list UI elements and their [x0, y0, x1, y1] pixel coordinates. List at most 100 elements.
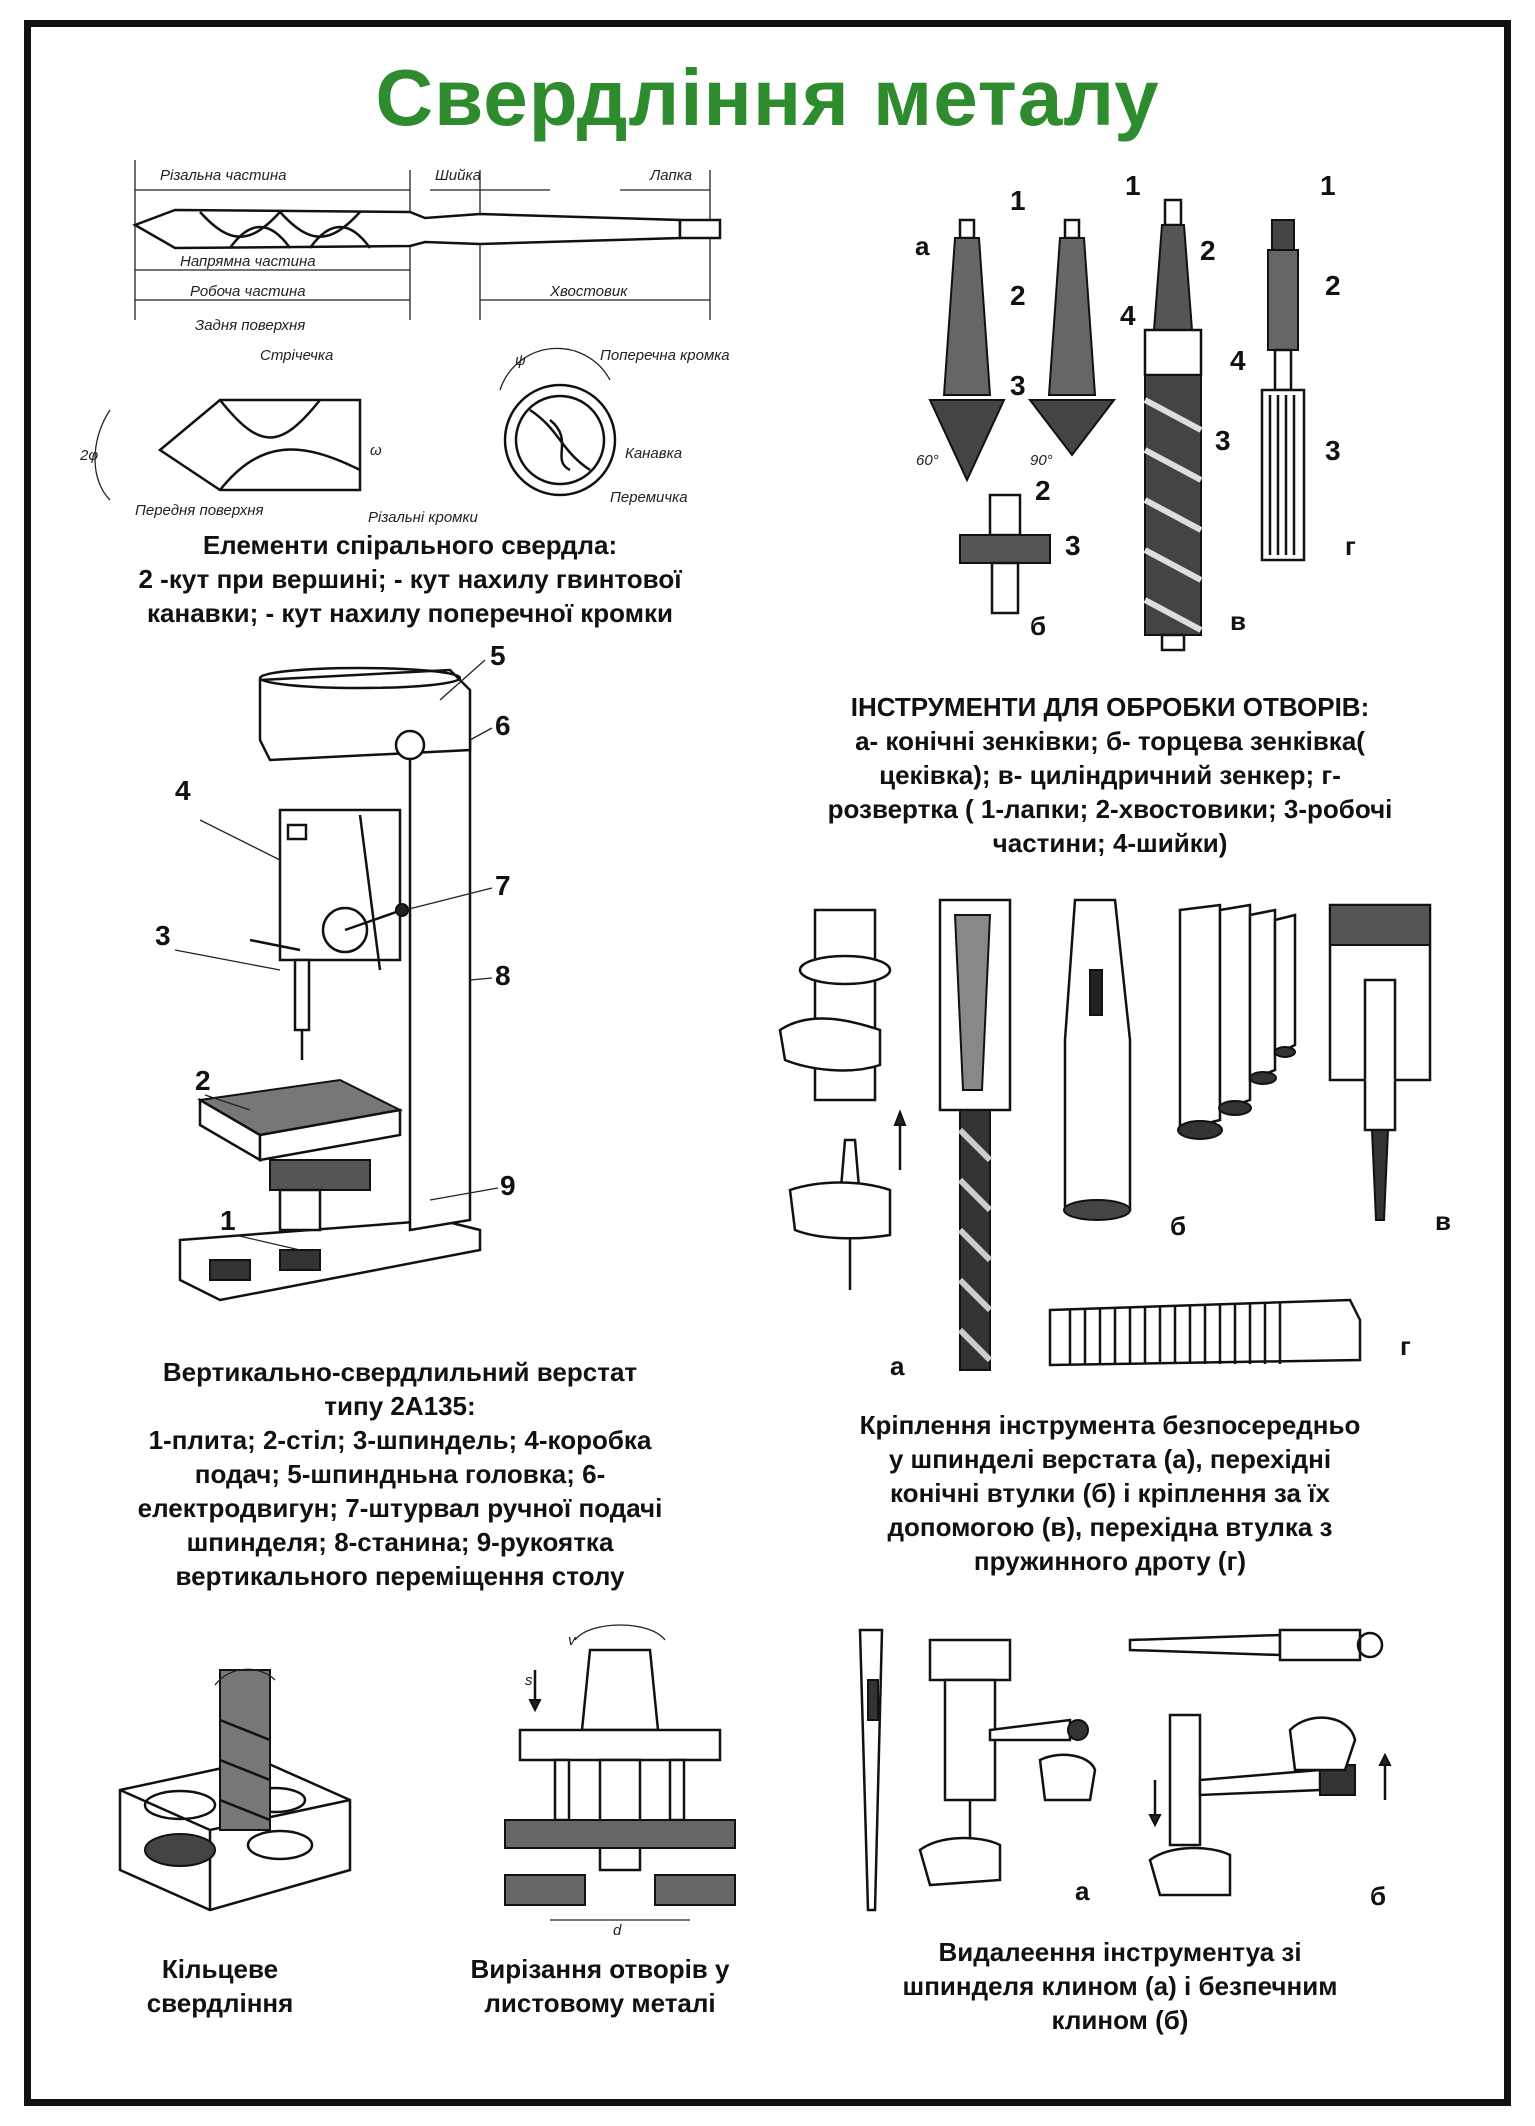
- label-s: s: [525, 1672, 533, 1689]
- caption-line: у шпинделі верстата (а), перехідні: [888, 1444, 1332, 1474]
- caption-line: шпинделя клином (а) і безпечним: [902, 1971, 1338, 2001]
- letter-g: г: [1400, 1331, 1411, 1361]
- num-6: 6: [495, 710, 511, 741]
- caption-line: а- конічні зенківки; б- торцева зенківка…: [855, 726, 1365, 756]
- caption-line: клином (б): [1051, 2005, 1189, 2035]
- drilling-machine-diagram: 1 2 3 4 5 6 7 8 9: [155, 640, 516, 1302]
- letter-b: б: [1170, 1211, 1186, 1241]
- label-transverse-edge-1: Поперечна кромка: [600, 347, 730, 364]
- sheet-cutting-diagram: v s d: [504, 1624, 736, 1939]
- label-angle-psi: ψ: [515, 352, 526, 369]
- core-drill: [1143, 198, 1203, 652]
- label-v: v: [568, 1632, 577, 1649]
- letter-a: а: [890, 1351, 905, 1381]
- caption-line: Елементи спірального свердла:: [202, 530, 618, 560]
- num-4g: 4: [1230, 345, 1246, 376]
- label-bridge: Перемичка: [610, 489, 688, 506]
- label-back-surface: Задня поверхня: [195, 317, 305, 334]
- countersink-60: [928, 218, 1006, 483]
- counterbore: [959, 493, 1051, 615]
- drill-caption: Елементи спірального свердла: 2 -кут при…: [40, 528, 780, 630]
- caption-line: типу 2А135:: [324, 1391, 476, 1421]
- num-7: 7: [495, 870, 511, 901]
- page-title: Свердління металу: [375, 53, 1160, 142]
- num-1v: 1: [1125, 170, 1141, 201]
- label-neck: Шийка: [435, 167, 481, 184]
- caption-line: електродвигун; 7-штурвал ручної подачі: [137, 1493, 663, 1523]
- label-d: d: [613, 1922, 622, 1939]
- label-tang: Лапка: [649, 167, 692, 184]
- caption-line: ІНСТРУМЕНТИ ДЛЯ ОБРОБКИ ОТВОРІВ:: [850, 692, 1370, 722]
- tool-mounting-diagram: а б в г: [778, 898, 1451, 1381]
- hole-tools-diagram: а 1 2 3 60° 90° 2 3 б 1 2 4 3 в 1 2 4 3 …: [915, 170, 1356, 652]
- num-2g: 2: [1325, 270, 1341, 301]
- label-angle-omega: ω: [370, 442, 382, 459]
- num-9: 9: [500, 1170, 516, 1201]
- caption-line: допомогою (в), перехідна втулка з: [887, 1512, 1333, 1542]
- angle-60: 60°: [916, 452, 939, 469]
- caption-line: Кріплення інструмента безпосередньо: [859, 1410, 1361, 1440]
- caption-line: Видалеення інструментуа зі: [938, 1937, 1302, 1967]
- letter-a: а: [1075, 1876, 1090, 1906]
- num-1: 1: [1010, 185, 1026, 216]
- tool-removal-diagram: а б: [858, 1628, 1392, 1912]
- countersink-90: [1027, 218, 1117, 457]
- caption-line: листовому металі: [484, 1988, 716, 2018]
- letter-v: в: [1435, 1206, 1451, 1236]
- num-4v: 4: [1120, 300, 1136, 331]
- num-3: 3: [1010, 370, 1026, 401]
- num-2v: 2: [1200, 235, 1216, 266]
- label-angle-2phi: 2φ: [79, 447, 98, 464]
- caption-line: пружинного дроту (г): [973, 1546, 1247, 1576]
- num-5: 5: [490, 640, 506, 671]
- caption-line: цеківка); в- циліндричний зенкер; г-: [879, 760, 1341, 790]
- label-front-surface: Передня поверхня: [135, 502, 264, 519]
- num-2: 2: [195, 1065, 211, 1096]
- num-1: 1: [220, 1205, 236, 1236]
- caption-line: вертикального переміщення столу: [175, 1561, 625, 1591]
- sheet-caption: Вирізання отворів у листовому металі: [420, 1952, 780, 2020]
- letter-a: а: [915, 231, 930, 261]
- caption-line: подач; 5-шпиндньна головка; 6-: [194, 1459, 606, 1489]
- label-margin: Стрічечка: [260, 347, 333, 364]
- num-3: 3: [155, 920, 171, 951]
- num-2: 2: [1010, 280, 1026, 311]
- sleeve-set: [1177, 903, 1297, 1140]
- ring-drilling-diagram: [118, 1668, 352, 1912]
- num-1g: 1: [1320, 170, 1336, 201]
- letter-v: в: [1230, 606, 1246, 636]
- caption-line: канавки; - кут нахилу поперечної кромки: [147, 598, 673, 628]
- machine-caption: Вертикально-свердлильний верстат типу 2А…: [30, 1355, 770, 1593]
- num-8: 8: [495, 960, 511, 991]
- letter-b: б: [1370, 1881, 1386, 1911]
- letter-b: б: [1030, 611, 1046, 641]
- num-2b: 2: [1035, 475, 1051, 506]
- caption-line: Кільцеве: [161, 1954, 279, 1984]
- caption-line: частини; 4-шийки): [992, 828, 1228, 858]
- letter-g: г: [1345, 531, 1356, 561]
- caption-line: розвертка ( 1-лапки; 2-хвостовики; 3-роб…: [827, 794, 1393, 824]
- label-cutting-part: Різальна частина: [160, 167, 286, 184]
- tools-caption: ІНСТРУМЕНТИ ДЛЯ ОБРОБКИ ОТВОРІВ: а- коні…: [730, 690, 1490, 860]
- mounting-caption: Кріплення інструмента безпосередньо у шп…: [760, 1408, 1460, 1578]
- num-3b: 3: [1065, 530, 1081, 561]
- num-3v: 3: [1215, 425, 1231, 456]
- caption-line: Вирізання отворів у: [470, 1954, 730, 1984]
- removal-caption: Видалеення інструментуа зі шпинделя клин…: [810, 1935, 1430, 2037]
- caption-line: Вертикально-свердлильний верстат: [162, 1357, 638, 1387]
- label-shank: Хвостовик: [549, 283, 628, 300]
- label-cutting-edges: Різальні кромки: [368, 509, 479, 526]
- twist-drill-diagram: Різальна частина Шийка Лапка Напрямна ча…: [79, 160, 730, 526]
- caption-line: шпинделя; 8-станина; 9-рукоятка: [186, 1527, 614, 1557]
- reamer: [1260, 219, 1306, 562]
- caption-line: свердління: [146, 1988, 294, 2018]
- caption-line: конічні втулки (б) і кріплення за їх: [890, 1478, 1330, 1508]
- label-guide-part: Напрямна частина: [180, 253, 316, 270]
- label-groove: Канавка: [625, 445, 682, 462]
- label-working-part: Робоча частина: [190, 283, 306, 300]
- num-4: 4: [175, 775, 191, 806]
- angle-90: 90°: [1030, 452, 1053, 469]
- caption-line: 2 -кут при вершині; - кут нахилу гвинтов…: [138, 564, 682, 594]
- num-3g: 3: [1325, 435, 1341, 466]
- caption-line: 1-плита; 2-стіл; 3-шпиндель; 4-коробка: [148, 1425, 652, 1455]
